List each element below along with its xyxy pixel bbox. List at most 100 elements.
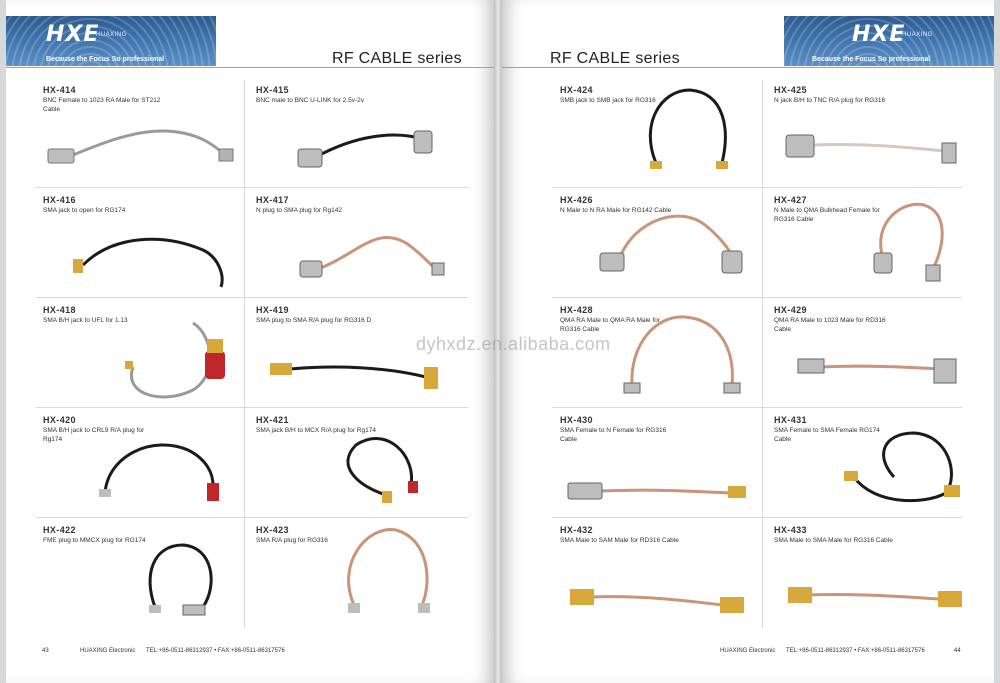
- row-divider: [552, 517, 962, 518]
- header-rule: [6, 67, 494, 68]
- brand-tagline: Because the Focus So professional: [46, 56, 165, 63]
- product-code: HX-416: [43, 195, 76, 205]
- product-code: HX-423: [256, 525, 289, 535]
- product-item: HX-415 BNC male to BNC U-LINK for 2.5v-2…: [256, 85, 456, 193]
- cable-image: [788, 587, 962, 607]
- cable-image: [599, 214, 743, 274]
- left-page: HXE HUAXING Because the Focus So profess…: [6, 0, 494, 683]
- product-description: FME plug to MMCX plug for RG174: [43, 537, 146, 544]
- cable-image: [623, 315, 741, 394]
- product-code: HX-430: [560, 415, 593, 425]
- cable-image: [297, 130, 433, 168]
- product-item: HX-423 SMA R/A plug for RG316: [256, 525, 456, 633]
- cable-image: [148, 543, 213, 616]
- product-description: SMA jack to open for RG174: [43, 207, 126, 214]
- brand-name: HUAXING: [902, 32, 933, 38]
- product-code: HX-422: [43, 525, 76, 535]
- row-divider: [36, 407, 468, 408]
- product-description: SMA Female to SMA Female RG174 Cable: [774, 427, 880, 443]
- page-number: 44: [954, 648, 961, 654]
- header-banner: HXE HUAXING Because the Focus So profess…: [6, 16, 216, 66]
- product-item: HX-420 SMA B/H jack to CRL9 R/A plug for…: [43, 415, 243, 523]
- footer-company: HUAXING Electronic: [720, 648, 776, 654]
- product-code: HX-429: [774, 305, 807, 315]
- product-item: HX-426 N Male to N RA Male for RG142 Cab…: [560, 195, 760, 303]
- product-description: SMA jack B/H to MCX R/A plug for Rg174: [256, 427, 376, 434]
- product-code: HX-419: [256, 305, 289, 315]
- product-description: N jack B/H to TNC R/A plug for RG316: [774, 97, 886, 104]
- footer-contact: TEL:+86-0511-86312937 • FAX:+86-0511-863…: [786, 648, 925, 654]
- product-item: HX-428 QMA RA Male to QMA RA Male for RG…: [560, 305, 760, 413]
- cable-image: [47, 129, 234, 164]
- series-title: RF CABLE series: [332, 50, 462, 67]
- row-divider: [552, 187, 962, 188]
- page-number: 43: [42, 648, 49, 654]
- brand-logo: HXE: [852, 22, 906, 47]
- product-description: SMA R/A plug for RG316: [256, 537, 328, 544]
- product-code: HX-418: [43, 305, 76, 315]
- product-code: HX-426: [560, 195, 593, 205]
- product-code: HX-431: [774, 415, 807, 425]
- product-item: HX-419 SMA plug to SMA R/A plug for RG31…: [256, 305, 456, 413]
- row-divider: [552, 407, 962, 408]
- product-code: HX-428: [560, 305, 593, 315]
- product-code: HX-417: [256, 195, 289, 205]
- cable-image: [648, 88, 728, 169]
- cable-image: [873, 202, 944, 282]
- product-item: HX-429 QMA RA Male to 1023 Male for RD31…: [774, 305, 974, 413]
- column-divider: [762, 80, 763, 628]
- product-item: HX-433 SMA Male to SMA Male for RG316 Ca…: [774, 525, 974, 633]
- cable-image: [270, 363, 438, 389]
- cable-image: [99, 443, 219, 501]
- brand-logo: HXE: [46, 22, 100, 47]
- product-item: HX-422 FME plug to MMCX plug for RG174: [43, 525, 243, 633]
- product-description: N plug to SMA plug for Rg142: [256, 207, 342, 214]
- cable-image: [346, 437, 418, 503]
- product-item: HX-430 SMA Female to N Female for RG316 …: [560, 415, 760, 523]
- product-code: HX-414: [43, 85, 76, 95]
- product-item: HX-417 N plug to SMA plug for Rg142: [256, 195, 456, 303]
- row-divider: [552, 297, 962, 298]
- footer-contact: TEL:+86-0511-86312937 • FAX:+86-0511-863…: [146, 648, 285, 654]
- product-description: SMA plug to SMA R/A plug for RG316 D: [256, 317, 372, 324]
- product-description: N Male to N RA Male for RG142 Cable: [560, 207, 672, 214]
- product-item: HX-431 SMA Female to SMA Female RG174 Ca…: [774, 415, 974, 523]
- product-item: HX-421 SMA jack B/H to MCX R/A plug for …: [256, 415, 456, 523]
- product-item: HX-425 N jack B/H to TNC R/A plug for RG…: [774, 85, 974, 193]
- row-divider: [36, 297, 468, 298]
- header-banner: HXE HUAXING Because the Focus So profess…: [784, 16, 994, 66]
- series-title: RF CABLE series: [550, 50, 680, 67]
- product-description: BNC male to BNC U-LINK for 2.5v-2v: [256, 97, 365, 104]
- product-code: HX-427: [774, 195, 807, 205]
- product-item: HX-416 SMA jack to open for RG174: [43, 195, 243, 303]
- product-description: QMA RA Male to 1023 Male for RD316 Cable: [774, 317, 886, 333]
- cable-image: [570, 589, 744, 613]
- product-description: SMA B/H jack to CRL9 R/A plug for Rg174: [43, 427, 145, 443]
- footer-company: HUAXING Electronic: [80, 648, 136, 654]
- product-code: HX-432: [560, 525, 593, 535]
- product-item: HX-424 SMB jack to SMB jack for RG316: [560, 85, 760, 193]
- product-code: HX-425: [774, 85, 807, 95]
- right-page: HXE HUAXING Because the Focus So profess…: [502, 0, 994, 683]
- product-code: HX-420: [43, 415, 76, 425]
- product-description: SMA Male to SAM Male for RD316 Cable: [560, 537, 679, 544]
- column-divider: [244, 80, 245, 628]
- cable-image: [299, 236, 445, 278]
- product-description: SMA B/H jack to UFL for 1.13: [43, 317, 128, 324]
- watermark-text: dyhxdz.en.alibaba.com: [416, 334, 611, 354]
- brand-name: HUAXING: [96, 32, 127, 38]
- brand-tagline: Because the Focus So professional: [812, 56, 931, 63]
- cable-image: [125, 321, 225, 399]
- row-divider: [36, 187, 468, 188]
- product-description: SMA Female to N Female for RG316 Cable: [560, 427, 667, 443]
- product-description: N Male to QMA Bulkhead Female for RG316 …: [774, 207, 880, 223]
- header-rule: [502, 67, 994, 68]
- cable-image: [785, 134, 957, 164]
- product-description: SMB jack to SMB jack for RG316: [560, 97, 656, 104]
- cable-image: [73, 237, 224, 288]
- product-item: HX-418 SMA B/H jack to UFL for 1.13: [43, 305, 243, 413]
- product-item: HX-414 BNC Female to 1023 RA Male for ST…: [43, 85, 243, 193]
- product-description: BNC Female to 1023 RA Male for ST212 Cab…: [43, 97, 161, 113]
- product-item: HX-427 N Male to QMA Bulkhead Female for…: [774, 195, 974, 303]
